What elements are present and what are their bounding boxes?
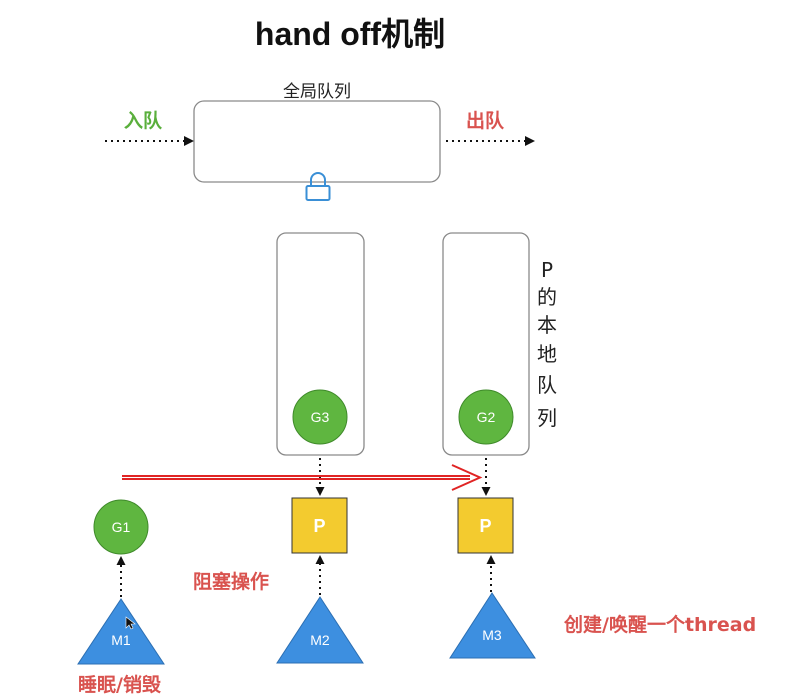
machine-m3 [449, 592, 536, 659]
local-queue-char-4: 地 [537, 342, 557, 366]
global-queue-label: 全局队列 [283, 82, 351, 102]
goroutine-g2 [458, 389, 514, 445]
machine-m1 [77, 598, 165, 665]
machine-m2-label: M2 [310, 632, 330, 648]
local-queue-char-6: 列 [537, 406, 557, 430]
local-queue-left [276, 232, 365, 456]
goroutine-g3 [292, 389, 348, 445]
local-queue-char-5: 队 [537, 373, 557, 397]
mouse-cursor-icon [125, 616, 136, 630]
local-queue-char-3: 本 [537, 313, 557, 337]
goroutine-g3-label: G3 [311, 409, 330, 425]
blocking-annotation: 阻塞操作 [193, 570, 269, 593]
goroutine-g2-label: G2 [477, 409, 496, 425]
dequeue-label: 出队 [466, 109, 505, 132]
handoff-arrow [122, 464, 483, 491]
processor-right-label: P [479, 516, 491, 536]
goroutine-g1 [93, 499, 149, 555]
processor-left-label: P [313, 516, 325, 536]
sleep-destroy-annotation: 睡眠/销毁 [78, 673, 161, 696]
local-queue-char-1: P [541, 258, 553, 282]
processor-right [457, 497, 514, 554]
machine-m2 [276, 596, 364, 664]
diagram-title: hand off机制 [255, 16, 445, 52]
create-wake-annotation: 创建/唤醒一个thread [563, 613, 756, 636]
machine-m1-label: M1 [111, 632, 131, 648]
global-queue-box [193, 100, 441, 183]
goroutine-g1-label: G1 [112, 519, 131, 535]
local-queue-char-2: 的 [537, 285, 557, 309]
machine-m3-label: M3 [482, 627, 502, 643]
local-queue-vertical-label: P 的 本 地 队 列 [537, 258, 557, 430]
local-queue-right [442, 232, 530, 456]
enqueue-label: 入队 [124, 109, 163, 132]
processor-left [291, 497, 348, 554]
lock-icon [305, 172, 331, 201]
